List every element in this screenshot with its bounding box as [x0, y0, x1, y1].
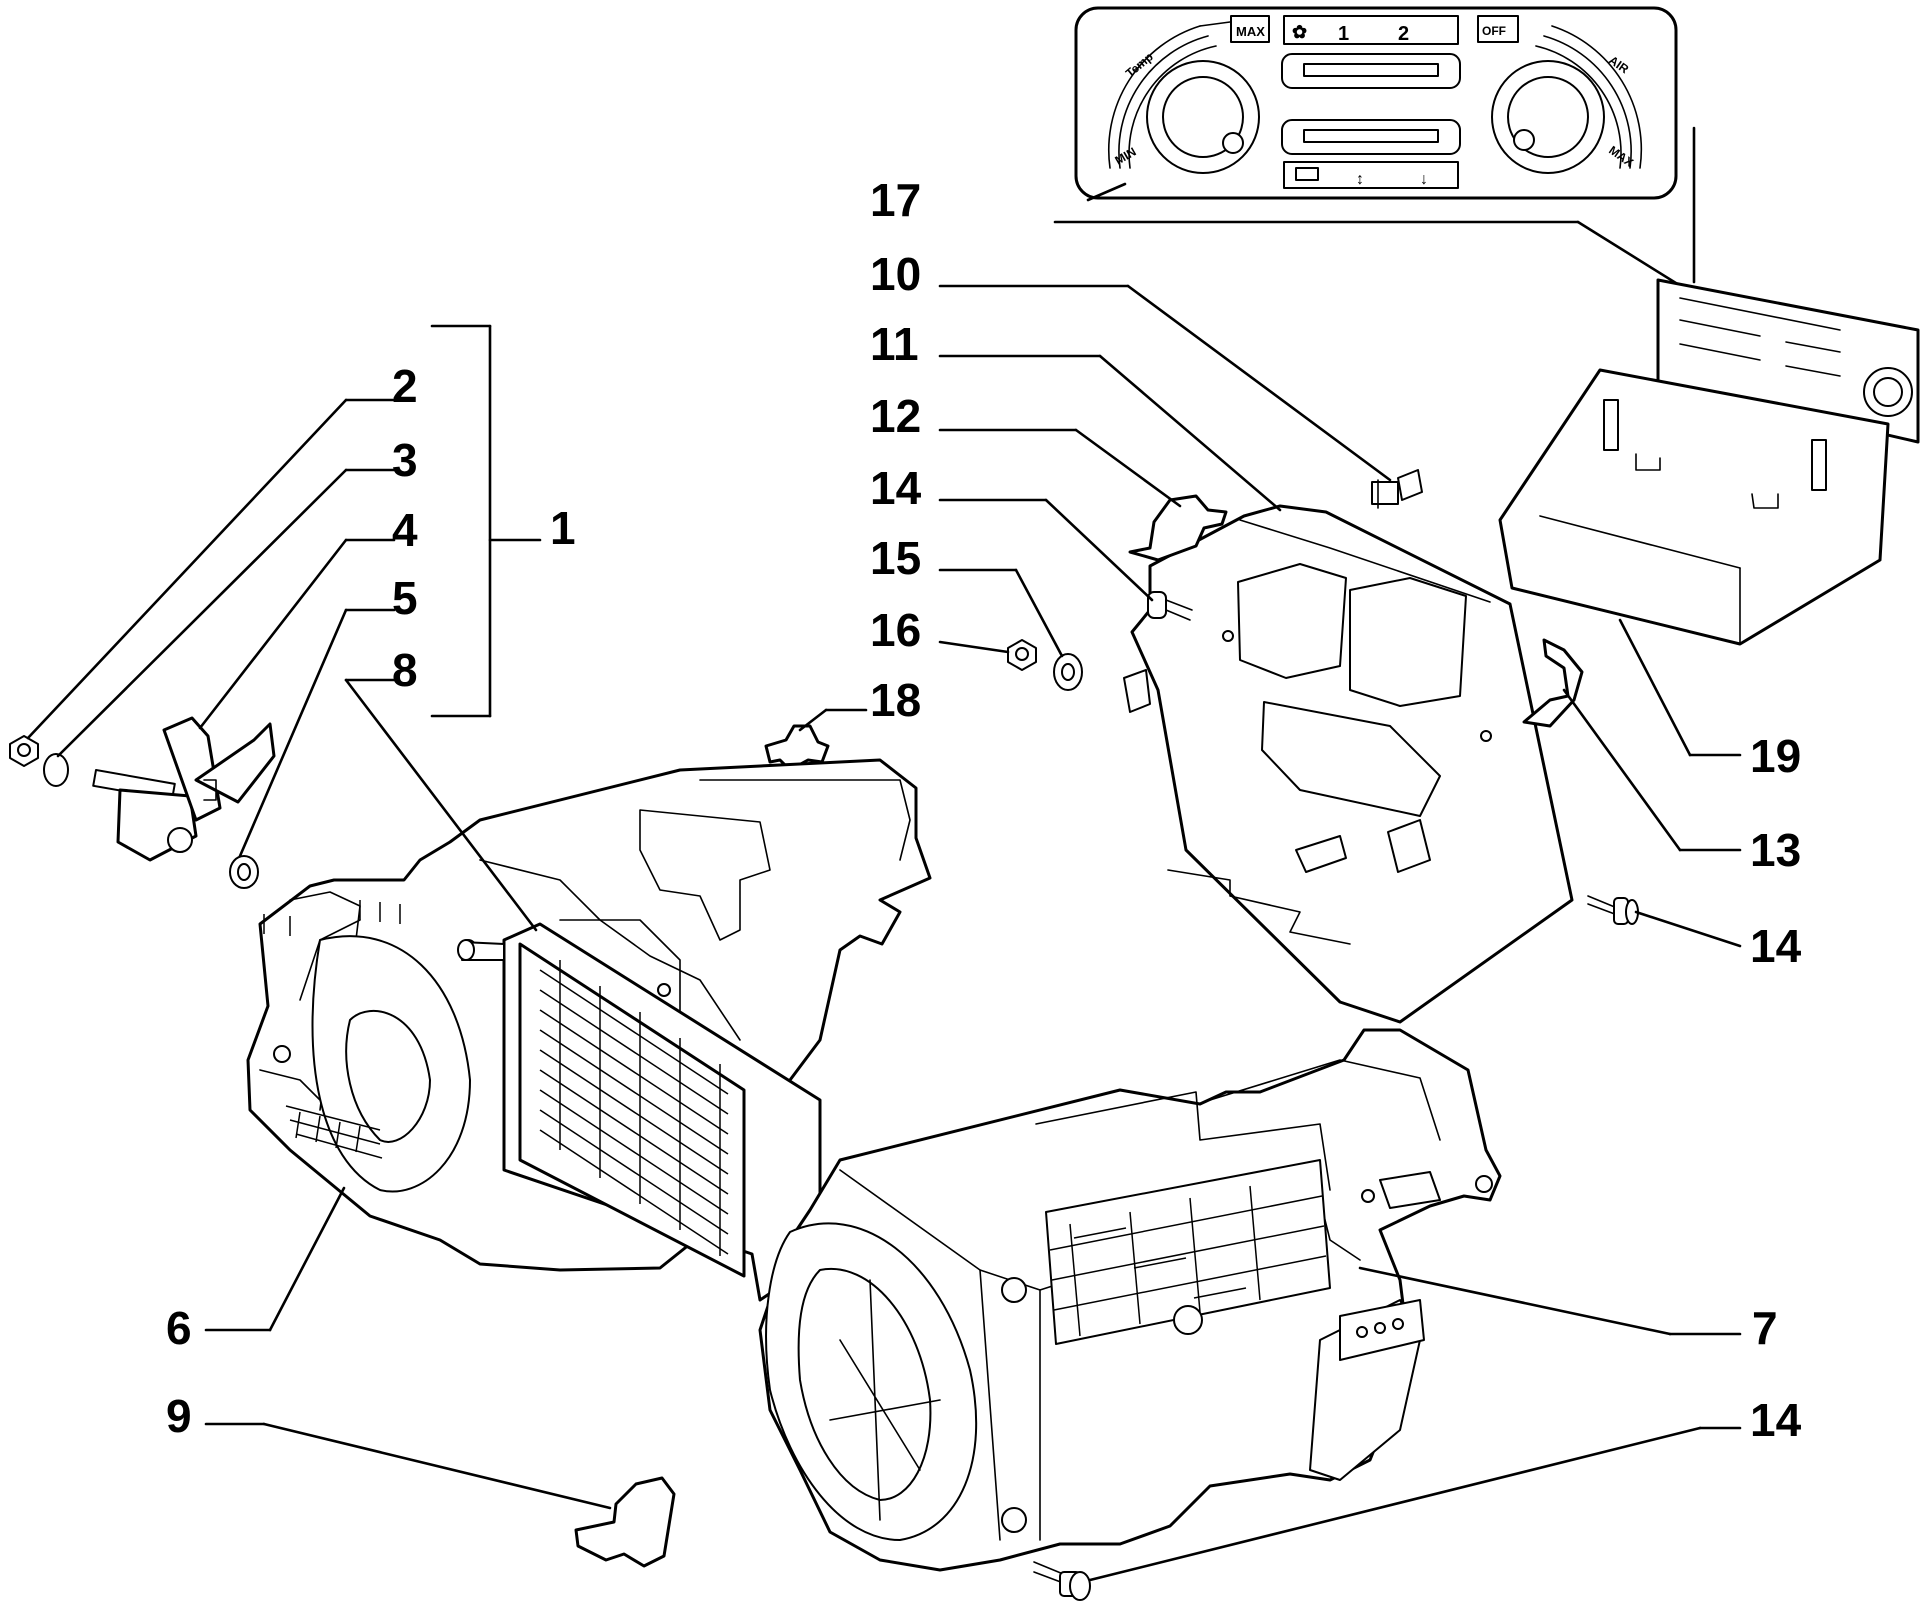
fan-speed-selector: ✿ 1 2 ↕ ↓ — [1281, 15, 1461, 189]
hardware-parts — [9, 469, 1639, 1601]
callout-11: 11 — [870, 318, 919, 370]
fan-speed-2: 2 — [1398, 23, 1409, 45]
callout-1: 1 — [550, 502, 576, 554]
callout-16: 16 — [870, 604, 921, 656]
part-14-screw-right — [1587, 895, 1639, 925]
heater-case-grille — [285, 1105, 383, 1159]
leader-lines — [26, 284, 1742, 1582]
blower-grille — [1049, 1185, 1327, 1337]
part-12-bracket — [1128, 494, 1228, 562]
callout-3: 3 — [392, 434, 418, 486]
control-panel: MAX MIN Temp ✿ 1 2 ↕ ↓ O — [1074, 6, 1678, 202]
callout-18: 18 — [870, 674, 921, 726]
callout-19: 19 — [1750, 730, 1801, 782]
part-2-nut — [9, 735, 39, 767]
part-3-washer — [43, 753, 69, 787]
air-dial: OFF AIR MAX — [1477, 15, 1643, 174]
vent-up-icon: ↕ — [1356, 171, 1364, 188]
callout-17: 17 — [870, 174, 921, 226]
fan-icon: ✿ — [1292, 22, 1307, 42]
part-15-washer — [1053, 653, 1083, 691]
fan-speed-1: 1 — [1338, 23, 1349, 45]
air-off-label: OFF — [1482, 24, 1506, 38]
callout-8: 8 — [392, 644, 418, 696]
part-14-screw-upper — [1147, 591, 1193, 621]
callout-12: 12 — [870, 390, 921, 442]
part-19-control-housing — [1498, 278, 1920, 757]
vent-down-icon: ↓ — [1420, 171, 1428, 188]
part-14-screw-bottom — [1033, 1561, 1091, 1601]
part-8-heater-core — [457, 922, 822, 1302]
temp-max-label: MAX — [1236, 24, 1265, 39]
callout-13: 13 — [1750, 824, 1801, 876]
callout-7: 7 — [1752, 1302, 1778, 1354]
part-10-screw — [1371, 469, 1423, 509]
part-11-duct-housing — [1123, 504, 1574, 1024]
part-16-nut — [1007, 639, 1037, 671]
callout-14-bottom: 14 — [1750, 1394, 1802, 1446]
temp-dial: MAX MIN Temp — [1107, 15, 1270, 174]
callout-5: 5 — [392, 572, 418, 624]
part-13-bracket — [1522, 638, 1584, 728]
part-9-bracket — [574, 1476, 676, 1568]
callout-6: 6 — [166, 1302, 192, 1354]
defrost-icon — [1295, 167, 1319, 181]
callout-14-upper: 14 — [870, 462, 922, 514]
callout-10: 10 — [870, 248, 921, 300]
part-5-washer — [229, 855, 259, 889]
part-18-clip — [764, 724, 830, 772]
callout-14-right: 14 — [1750, 920, 1802, 972]
heater-core-fins — [539, 960, 729, 1256]
callout-9: 9 — [166, 1390, 192, 1442]
callout-labels: 17 10 11 12 14 15 16 18 2 3 4 5 8 1 19 1… — [166, 174, 1802, 1446]
part-7-blower-housing — [758, 1028, 1502, 1572]
callout-4: 4 — [392, 504, 418, 556]
callout-15: 15 — [870, 532, 921, 584]
callout-2: 2 — [392, 360, 418, 412]
part-4-valve-bracket — [92, 716, 276, 862]
